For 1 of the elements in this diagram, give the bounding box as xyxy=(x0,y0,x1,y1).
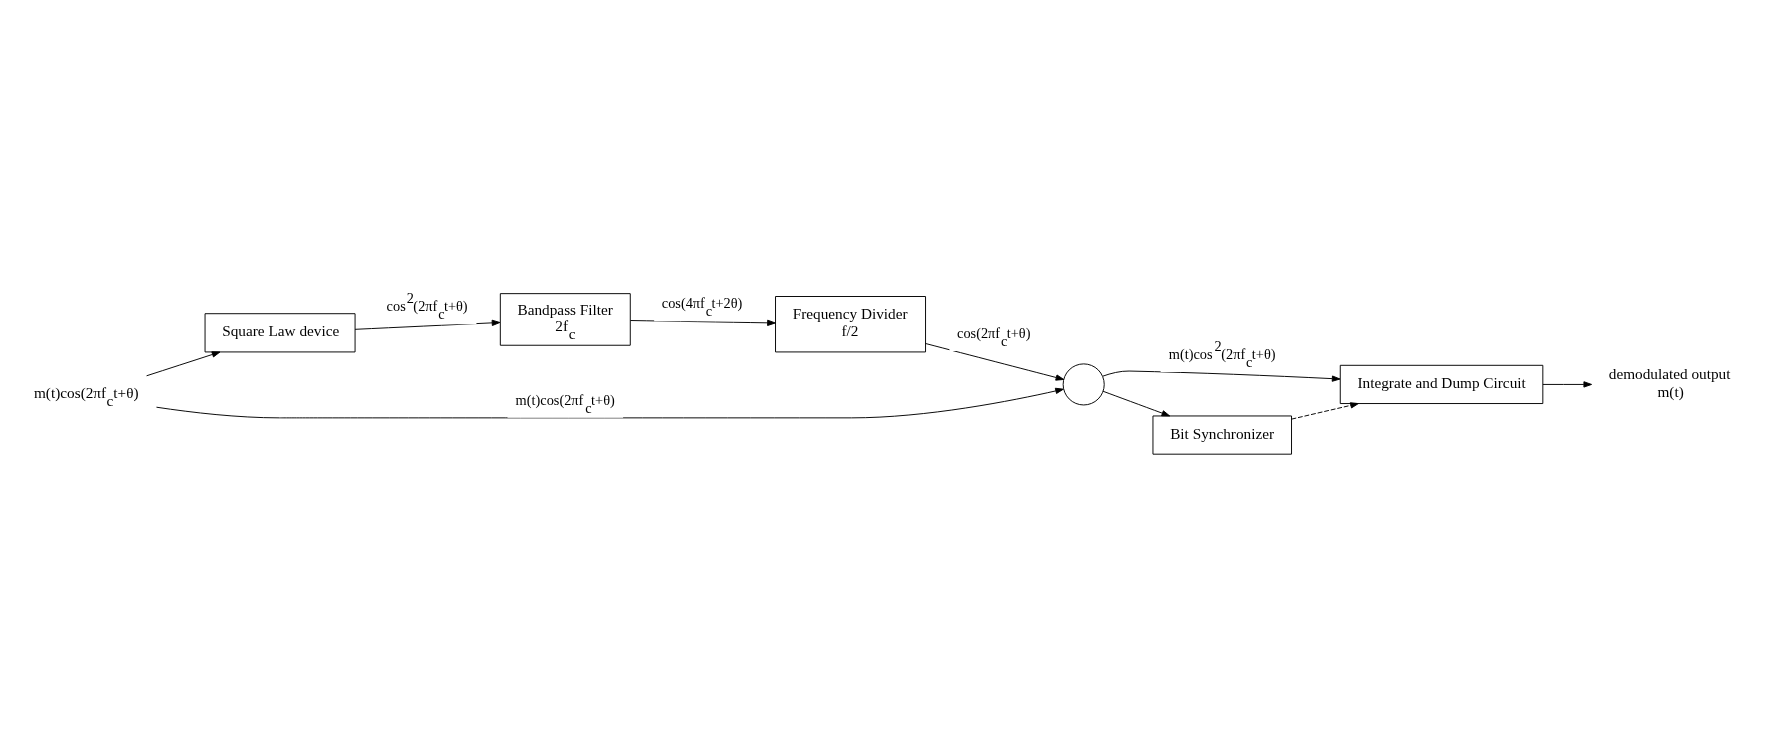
node-text: demodulated output m(t) xyxy=(1608,365,1731,400)
